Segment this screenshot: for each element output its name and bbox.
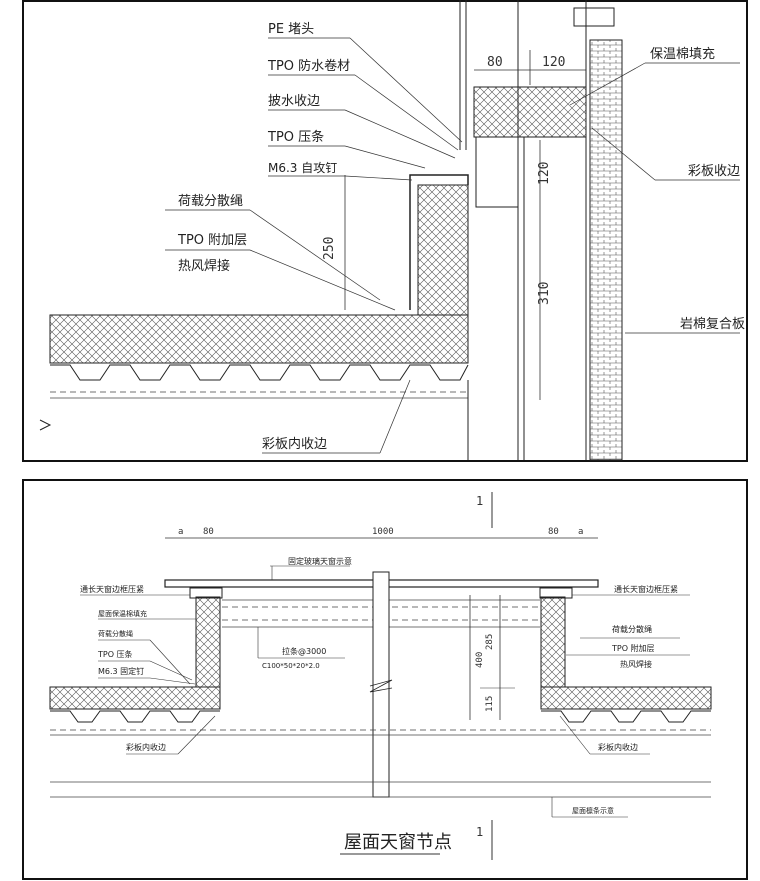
right-cap xyxy=(539,587,573,599)
dim-120-top: 120 xyxy=(542,55,565,70)
label-right-tpo-extra: TPO 附加层 xyxy=(611,643,655,653)
label-tpo-membrane: TPO 防水卷材 xyxy=(267,58,350,74)
upstand-flashing xyxy=(409,174,469,310)
label-right-weld: 热风焊接 xyxy=(620,659,652,669)
label-right-load-rope: 荷载分散绳 xyxy=(612,624,652,634)
dim-285: 285 xyxy=(485,634,495,650)
label-channel: C100*50*20*2.0 xyxy=(262,662,320,670)
label-right-inner-edge: 彩板内收边 xyxy=(598,742,638,752)
label-inner-edge: 彩板内收边 xyxy=(262,436,327,452)
label-tie-bar: 拉条@3000 xyxy=(282,646,326,656)
label-tpo-strip: TPO 压条 xyxy=(267,129,324,145)
leader xyxy=(149,677,196,685)
label-insulation: 屋面保温棉填充 xyxy=(98,609,147,618)
right-roof-insulation xyxy=(540,686,712,710)
leader xyxy=(149,660,193,681)
label-rockwool-panel: 岩棉复合板 xyxy=(680,317,745,332)
break-mark xyxy=(369,679,393,693)
leader xyxy=(177,715,216,755)
label-pe-plug: PE 堵头 xyxy=(268,22,314,37)
leader xyxy=(344,145,426,169)
label-screw: M6.3 自攻钉 xyxy=(268,161,337,175)
label-hot-air-weld: 热风焊接 xyxy=(178,258,230,274)
leader xyxy=(344,109,456,159)
label-left-load-rope: 荷载分散绳 xyxy=(98,629,133,638)
leader xyxy=(249,209,381,301)
leader xyxy=(349,37,463,143)
dim-a-right: a xyxy=(578,527,583,537)
steel-channel xyxy=(475,136,519,208)
dim-115: 115 xyxy=(485,696,495,712)
bottom-panel-frame xyxy=(22,479,748,880)
break-mark xyxy=(39,419,52,431)
left-cap xyxy=(189,587,223,599)
label-insulation-fill: 保温棉填充 xyxy=(650,46,715,62)
label-right-cap: 通长天窗边框压紧 xyxy=(614,584,678,594)
label-left-cap: 通长天窗边框压紧 xyxy=(80,584,144,594)
top-cap xyxy=(573,7,615,27)
dim-310: 310 xyxy=(537,282,552,305)
leader xyxy=(344,175,413,181)
dim-400: 400 xyxy=(475,652,485,668)
label-left-tpo-strip: TPO 压条 xyxy=(97,649,133,659)
label-panel-edge: 彩板收边 xyxy=(688,164,740,179)
right-upstand xyxy=(540,596,566,688)
left-upstand xyxy=(195,596,221,688)
leader xyxy=(249,249,396,311)
dim-a-left: a xyxy=(178,527,183,537)
rockwool-wall-panel xyxy=(589,39,623,461)
leader xyxy=(569,62,646,106)
dim-250: 250 xyxy=(322,237,337,260)
label-load-rope: 荷载分散绳 xyxy=(178,194,243,209)
left-deck xyxy=(50,710,220,723)
corrugated-deck xyxy=(50,364,469,381)
label-left-inner-edge: 彩板内收边 xyxy=(126,742,166,752)
roof-insulation-layer xyxy=(49,314,469,364)
label-tpo-extra: TPO 附加层 xyxy=(177,233,247,248)
dim-80-right: 80 xyxy=(548,527,559,537)
upstand-insulation xyxy=(417,184,469,316)
right-deck xyxy=(541,710,711,723)
frame-insulation xyxy=(473,86,587,138)
section-mark-bottom: 1 xyxy=(476,825,483,839)
left-roof-insulation xyxy=(49,686,221,710)
leader xyxy=(591,127,656,181)
label-left-screw: M6.3 固定钉 xyxy=(98,666,144,676)
section-mark-top: 1 xyxy=(476,494,483,508)
dim-1000: 1000 xyxy=(372,527,394,537)
label-flashing-edge: 披水收边 xyxy=(268,94,320,109)
leader xyxy=(379,379,411,454)
drawing-title: 屋面天窗节点 xyxy=(344,832,452,853)
label-glass-panel: 固定玻璃天窗示意 xyxy=(288,556,352,566)
leader xyxy=(149,639,191,685)
label-purlin: 屋面檩条示意 xyxy=(572,806,614,815)
dim-120-side: 120 xyxy=(537,162,552,185)
leader xyxy=(559,715,591,755)
dim-80: 80 xyxy=(487,55,503,70)
leader xyxy=(354,74,459,151)
dim-80-left: 80 xyxy=(203,527,214,537)
top-panel-frame xyxy=(22,0,748,462)
